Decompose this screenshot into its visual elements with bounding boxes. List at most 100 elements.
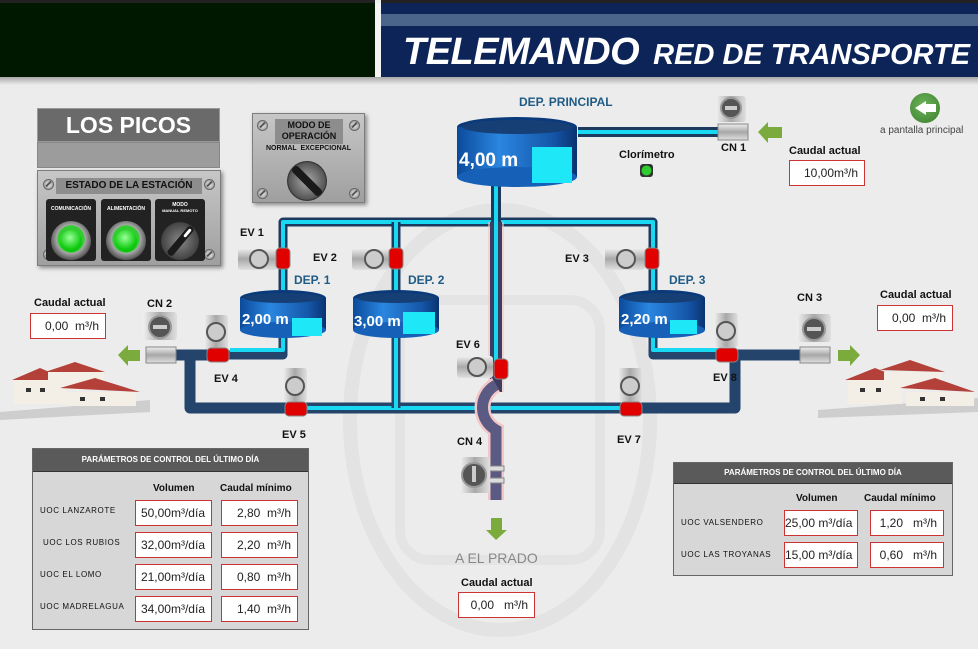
- comunicacion-label: COMUNICACIÓN: [51, 206, 91, 212]
- params-table-left: PARÁMETROS DE CONTROL DEL ÚLTIMO DÍA Vol…: [32, 448, 309, 630]
- houses-left-icon: [0, 362, 150, 420]
- valve-ev4[interactable]: [204, 315, 230, 363]
- operation-mode-selector-icon[interactable]: [287, 161, 327, 201]
- tank-dep1: 2,00 m: [240, 290, 326, 338]
- row-min-flow: 0,80 m³/h: [221, 564, 298, 590]
- valve-ev5[interactable]: [283, 368, 308, 417]
- row-volume: 32,00m³/día: [135, 532, 212, 558]
- comunicacion-indicator: COMUNICACIÓN: [46, 199, 96, 261]
- principal-outlet-pipe: [488, 180, 504, 392]
- status-panel-title: ESTADO DE LA ESTACIÓN: [56, 178, 202, 194]
- row-min-flow: 1,20 m³/h: [870, 510, 944, 536]
- tank-dep1-level: 2,00 m: [242, 311, 289, 328]
- flowmeter-cn4-label: CN 4: [457, 436, 483, 448]
- params-left-col-volume: Volumen: [153, 483, 195, 494]
- operation-mode-options: NORMAL EXCEPCIONAL: [265, 145, 352, 152]
- flowmeter-cn3[interactable]: [797, 314, 831, 364]
- tank-dep2-level: 3,00 m: [354, 313, 401, 330]
- flowmeter-cn1[interactable]: [716, 96, 749, 141]
- tank-dep3-label: DEP. 3: [669, 273, 706, 287]
- tank-principal-label: DEP. PRINCIPAL: [519, 95, 613, 109]
- row-name: UOC LANZAROTE: [40, 506, 116, 515]
- cn2-caption: Caudal actual: [34, 297, 106, 309]
- screw-icon: [43, 179, 54, 190]
- row-min-flow: 2,80 m³/h: [221, 500, 298, 526]
- pipe-crossover: [474, 378, 505, 500]
- valve-ev5-label: EV 5: [282, 429, 306, 441]
- valve-ev6[interactable]: [457, 356, 509, 380]
- flowmeter-cn1-label: CN 1: [721, 142, 747, 154]
- header-left-panel: [0, 0, 375, 80]
- tank-dep2-label: DEP. 2: [408, 273, 445, 287]
- operation-mode-title: MODO DE OPERACIÓN: [275, 119, 343, 144]
- comunicacion-lamp-icon: [51, 221, 91, 261]
- row-min-flow: 2,20 m³/h: [221, 532, 298, 558]
- row-volume: 15,00 m³/día: [784, 542, 858, 568]
- station-subtitle-bar: [37, 142, 220, 168]
- screw-icon: [204, 249, 215, 260]
- cn3-caption: Caudal actual: [880, 289, 952, 301]
- station-name: LOS PICOS: [37, 108, 220, 142]
- cn4-caption: Caudal actual: [461, 577, 533, 589]
- alimentacion-indicator: ALIMENTACIÓN: [101, 199, 151, 261]
- params-left-col-minflow: Caudal mínimo: [220, 483, 292, 494]
- flowmeter-cn2[interactable]: [143, 312, 177, 364]
- screw-icon: [349, 188, 360, 199]
- flowmeter-cn4[interactable]: [460, 457, 490, 493]
- houses-right-icon: [818, 360, 978, 418]
- valve-ev8[interactable]: [714, 313, 739, 363]
- row-volume: 50,00m³/día: [135, 500, 212, 526]
- back-arrow-icon[interactable]: [910, 93, 940, 123]
- row-name: UOC VALSENDERO: [681, 518, 764, 527]
- clorimetro-indicator-icon: [640, 164, 653, 177]
- header-stripe: [381, 14, 978, 26]
- valve-ev7[interactable]: [618, 368, 643, 417]
- row-name: UOC MADRELAGUA: [40, 602, 125, 611]
- params-right-col-volume: Volumen: [796, 493, 838, 504]
- tank-dep1-label: DEP. 1: [294, 273, 331, 287]
- modo-selector[interactable]: MODO MANUAL REMOTO: [155, 199, 205, 261]
- header-divider: [375, 3, 381, 79]
- valve-ev2[interactable]: [352, 247, 404, 270]
- header-shadow: [0, 77, 978, 85]
- cn1-caption: Caudal actual: [789, 145, 861, 157]
- arrow-out-cn2-icon: [118, 345, 140, 366]
- row-volume: 21,00m³/día: [135, 564, 212, 590]
- operation-mode-title-1: MODO DE: [287, 120, 331, 130]
- row-volume: 34,00m³/día: [135, 596, 212, 622]
- alimentacion-label: ALIMENTACIÓN: [107, 206, 145, 212]
- valve-ev1-label: EV 1: [240, 227, 264, 239]
- modo-options: MANUAL REMOTO: [162, 208, 198, 213]
- station-status-panel: ESTADO DE LA ESTACIÓN COMUNICACIÓN ALIME…: [37, 170, 221, 266]
- clorimetro-label: Clorímetro: [619, 149, 675, 161]
- modo-knob-icon[interactable]: [160, 221, 200, 261]
- back-to-main-link[interactable]: a pantalla principal: [880, 125, 964, 136]
- cn3-flow-value: 0,00 m³/h: [877, 305, 953, 331]
- valve-ev6-label: EV 6: [456, 339, 480, 351]
- row-min-flow: 1,40 m³/h: [221, 596, 298, 622]
- title-sub: RED DE TRANSPORTE: [653, 39, 971, 71]
- valve-ev4-label: EV 4: [214, 373, 238, 385]
- row-volume: 25,00 m³/día: [784, 510, 858, 536]
- arrow-out-cn4-icon: [486, 518, 507, 540]
- operation-mode-panel: MODO DE OPERACIÓN NORMAL EXCEPCIONAL: [252, 113, 365, 203]
- params-right-title: PARÁMETROS DE CONTROL DEL ÚLTIMO DÍA: [674, 463, 952, 484]
- valve-ev2-label: EV 2: [313, 252, 337, 264]
- cn4-flow-value: 0,00 m³/h: [458, 592, 535, 618]
- tank-dep3: 2,20 m: [619, 290, 705, 338]
- cn2-flow-value: 0,00 m³/h: [30, 313, 106, 339]
- valve-ev7-label: EV 7: [617, 434, 641, 446]
- valve-ev8-label: EV 8: [713, 372, 737, 384]
- arrow-in-cn1-icon: [758, 122, 782, 143]
- operation-mode-title-2: OPERACIÓN: [281, 131, 337, 141]
- params-table-right: PARÁMETROS DE CONTROL DEL ÚLTIMO DÍA Vol…: [673, 462, 953, 576]
- screw-icon: [257, 120, 268, 131]
- destination-label: A EL PRADO: [455, 550, 538, 566]
- modo-label: MODO: [172, 202, 188, 208]
- flowmeter-cn3-label: CN 3: [797, 292, 823, 304]
- valve-ev1[interactable]: [238, 247, 291, 270]
- valve-ev3[interactable]: [605, 247, 660, 270]
- alimentacion-lamp-icon: [106, 221, 146, 261]
